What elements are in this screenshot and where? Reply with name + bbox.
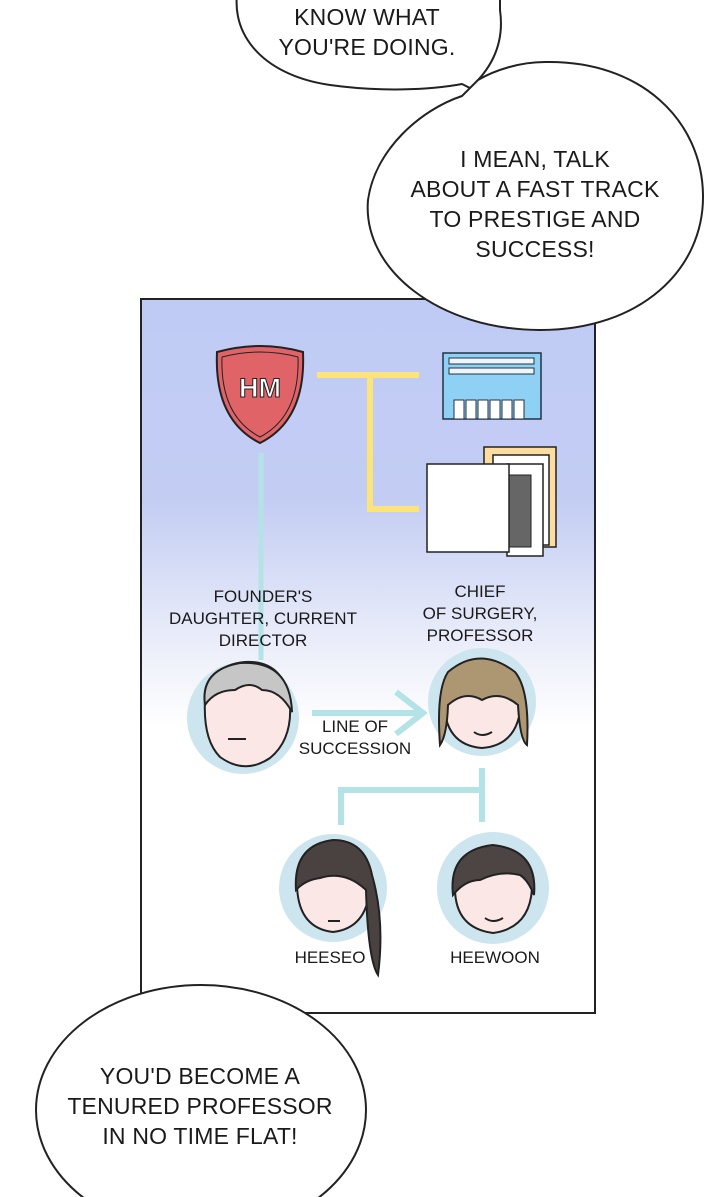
- founder-daughter-face: [187, 660, 299, 774]
- hospital-shield-logo: HM: [215, 345, 305, 445]
- heewoon-label: HEEWOON: [450, 948, 540, 967]
- label-line: SUCCESSION: [298, 738, 412, 758]
- building-icon: [442, 352, 542, 420]
- bubble-line: YOU'D BECOME A: [99, 1063, 301, 1089]
- speech-bubble-bottom: [35, 984, 367, 1197]
- succession-label: LINE OF SUCCESSION: [290, 716, 420, 760]
- bubble-line: YOU'RE DOING.: [278, 33, 456, 60]
- chief-label: CHIEF OF SURGERY, PROFESSOR: [410, 581, 550, 646]
- succession-arrow: [312, 689, 428, 737]
- bubble-line: SUCCESS!: [475, 235, 595, 262]
- founder-label: FOUNDER'S DAUGHTER, CURRENT DIRECTOR: [158, 586, 368, 651]
- label-line: PROFESSOR: [426, 625, 534, 645]
- label-line: FOUNDER'S: [213, 587, 313, 606]
- label-line: DIRECTOR: [218, 630, 308, 650]
- heeseo-face: [279, 834, 387, 978]
- label-line: DAUGHTER, CURRENT: [169, 608, 357, 628]
- bubble-right-text: I MEAN, TALK ABOUT A FAST TRACK TO PREST…: [375, 145, 695, 265]
- bubble-line: I MEAN, TALK: [460, 146, 610, 172]
- bubble-bottom-text: YOU'D BECOME A TENURED PROFESSOR IN NO T…: [45, 1062, 355, 1152]
- bubble-line: ABOUT A FAST TRACK: [410, 175, 660, 202]
- bubble-line: IN NO TIME FLAT!: [102, 1122, 298, 1149]
- chief-face: [428, 648, 536, 756]
- children-connector: [338, 768, 485, 825]
- bubble-line: KNOW WHAT: [294, 4, 440, 30]
- yellow-connector: [317, 372, 419, 512]
- heeseo-label: HEESEO: [294, 948, 366, 967]
- label-line: OF SURGERY,: [422, 603, 538, 623]
- documents-icon: [426, 446, 557, 557]
- heewoon-face: [437, 832, 549, 944]
- label-line: LINE OF: [321, 717, 389, 736]
- bubble-line: TENURED PROFESSOR: [67, 1092, 333, 1119]
- speech-bubble-right: [366, 60, 705, 332]
- bubble-top-text: KNOW WHAT YOU'RE DOING.: [237, 3, 497, 63]
- bubble-line: TO PRESTIGE AND: [429, 205, 641, 232]
- speech-bubble-top: [235, 0, 502, 91]
- label-line: CHIEF: [454, 582, 506, 601]
- svg-text:HM: HM: [239, 373, 281, 403]
